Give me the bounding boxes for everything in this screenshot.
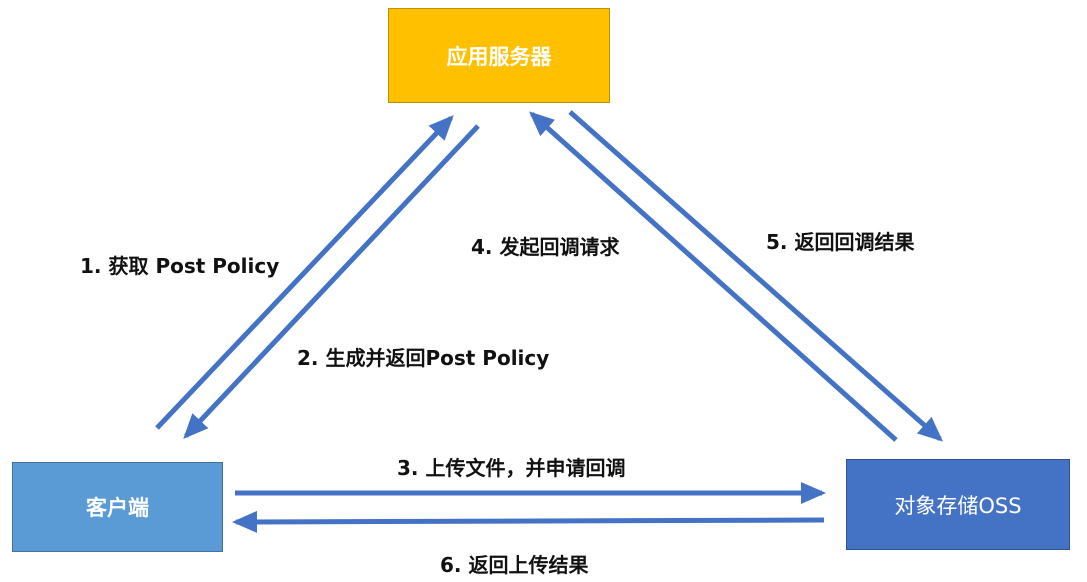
app-server-label: 应用服务器 — [446, 44, 552, 69]
arrow-client-to-server — [155, 115, 454, 430]
edge-label-step6: 6. 返回上传结果 — [440, 553, 589, 577]
arrow-oss-to-client — [232, 510, 825, 533]
edge-label-step1: 1. 获取 Post Policy — [80, 254, 280, 278]
client-label: 客户端 — [86, 496, 149, 520]
oss-node: 对象存储OSS — [846, 459, 1070, 550]
app-server-node: 应用服务器 — [388, 8, 610, 103]
oss-label: 对象存储OSS — [894, 493, 1022, 518]
edge-label-step4: 4. 发起回调请求 — [471, 235, 620, 259]
edge-label-step2: 2. 生成并返回Post Policy — [297, 346, 550, 370]
edge-label-step3: 3. 上传文件，并申请回调 — [397, 456, 626, 480]
arrow-server-to-oss — [568, 110, 943, 442]
edge-label-step5: 5. 返回回调结果 — [766, 230, 915, 254]
client-node: 客户端 — [12, 462, 223, 552]
arrow-server-to-client — [183, 124, 480, 439]
arrow-oss-to-server — [529, 111, 898, 442]
